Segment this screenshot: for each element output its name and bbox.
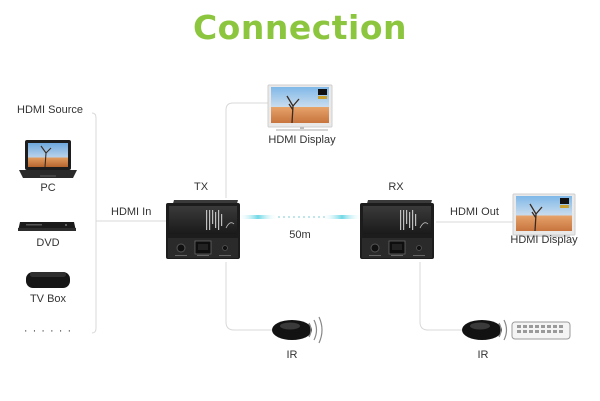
source-label-pc: PC (40, 182, 56, 194)
tx-label: TX (193, 181, 209, 193)
ir-receiver-icon-left (272, 316, 323, 344)
tx-to-display-line (225, 102, 268, 198)
laptop-icon (19, 140, 77, 178)
hdmi-out-label: HDMI Out (450, 206, 499, 218)
source-more-ellipsis: · · · · · · (23, 325, 73, 337)
ir-label-right: IR (477, 349, 489, 361)
hdmi-in-label: HDMI In (111, 206, 152, 218)
tv-icon-right (512, 193, 576, 237)
source-label-tv-box: TV Box (29, 293, 67, 305)
dvd-player-icon (18, 222, 76, 231)
rx-device (360, 200, 434, 259)
source-bracket-line (91, 112, 97, 334)
remote-control-icon (511, 321, 571, 340)
tv-box-icon (26, 272, 70, 288)
rx-to-ir-line (419, 262, 462, 331)
tx-device (166, 200, 240, 259)
display-label-right: HDMI Display (510, 234, 578, 246)
tx-to-ir-line (225, 262, 272, 331)
diagram-title: Connection (192, 8, 408, 47)
hdmi-source-heading: HDMI Source (17, 104, 84, 116)
distance-label: 50m (289, 229, 311, 241)
cable-50m (238, 215, 362, 219)
source-label-dvd: DVD (36, 237, 60, 249)
display-label-top: HDMI Display (268, 134, 336, 146)
ir-receiver-icon-right (462, 319, 508, 341)
tv-icon-top (267, 84, 333, 131)
connection-lines (91, 102, 513, 334)
rx-label: RX (388, 181, 404, 193)
ir-label-left: IR (286, 349, 298, 361)
